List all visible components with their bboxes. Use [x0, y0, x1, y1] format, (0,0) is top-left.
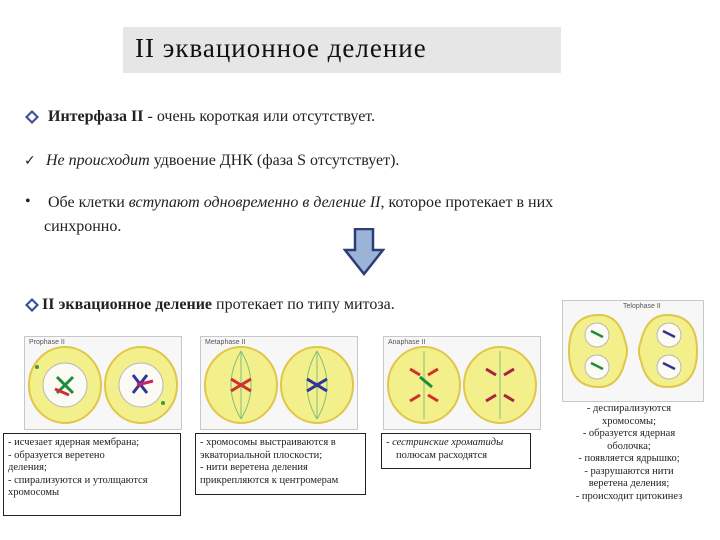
division-text: протекает по типу митоза.: [212, 296, 395, 313]
anaphase-notes: - сестринские хроматиды полюсам расходят…: [381, 433, 531, 469]
telophase-caption: Telophase II: [623, 303, 661, 310]
telophase-panel: Telophase II: [562, 300, 704, 402]
division-line: II эквационное деление протекает по типу…: [42, 296, 395, 314]
dna-line: Не происходит удвоение ДНК (фаза S отсут…: [46, 152, 399, 170]
cells-text-b: , которое протекает в них: [380, 194, 554, 211]
metaphase-illustration: [204, 346, 354, 424]
title-box: [123, 27, 561, 73]
note-line: экваториальной плоскости;: [200, 449, 323, 461]
prophase-caption: Prophase II: [29, 339, 65, 346]
anaphase-panel: Anaphase II: [383, 336, 541, 430]
note-line: веретена деления;: [588, 478, 670, 489]
note-line: - образуется ядерная: [582, 428, 676, 439]
anaphase-illustration: [387, 346, 537, 424]
telophase-illustration: [567, 313, 699, 389]
note-line: - спирализуются и утолщаются: [8, 474, 148, 486]
metaphase-notes: - хромосомы выстраиваются в экваториальн…: [195, 433, 366, 495]
dot-bullet-icon: •: [25, 193, 31, 210]
prophase-notes: - исчезает ядерная мембрана; - образуетс…: [3, 433, 181, 516]
note-line: - происходит цитокинез: [575, 490, 683, 502]
note-line: - нити веретена деления: [200, 462, 308, 473]
note-line: - деспирализуются: [586, 403, 672, 414]
cells-italic: вступают одновременно в деление II: [128, 194, 381, 211]
diamond-bullet-icon: [25, 298, 39, 312]
note-line: деления;: [8, 462, 47, 473]
note-line: полюсам расходятся: [396, 449, 488, 461]
metaphase-caption: Metaphase II: [205, 339, 246, 346]
prophase-illustration: [28, 346, 178, 424]
metaphase-panel: Metaphase II: [200, 336, 358, 430]
cells-line-2: синхронно.: [44, 218, 122, 235]
dna-text: удвоение ДНК (фаза S отсутствует).: [149, 152, 400, 169]
interphase-term: Интерфаза II: [48, 108, 144, 125]
note-italic: - сестринские хроматиды: [386, 437, 504, 448]
cells-text-a: Обе клетки: [48, 194, 129, 211]
note-line: хромосомы;: [601, 415, 657, 427]
note-line: - исчезает ядерная мембрана;: [8, 437, 140, 448]
down-arrow-icon: [343, 228, 385, 276]
dna-italic: Не происходит: [46, 152, 150, 169]
cells-line: Обе клетки вступают одновременно в делен…: [48, 194, 553, 212]
note-line: прикрепляются к центромерам: [200, 474, 339, 486]
note-line: оболочка;: [607, 440, 651, 452]
note-line: - хромосомы выстраиваются в: [200, 437, 336, 448]
slide-title: II эквационное деление: [135, 33, 427, 63]
prophase-panel: Prophase II: [24, 336, 182, 430]
anaphase-caption: Anaphase II: [388, 339, 426, 346]
telophase-notes: - деспирализуются хромосомы; - образуетс…: [560, 403, 698, 503]
division-term: II эквационное деление: [42, 296, 213, 313]
note-line: - разрушаются нити: [584, 465, 674, 477]
note-line: - образуется веретено: [8, 449, 105, 461]
diamond-bullet-icon: [25, 110, 39, 124]
check-bullet-icon: ✓: [24, 153, 36, 169]
interphase-line: Интерфаза II - очень короткая или отсутс…: [48, 108, 375, 126]
interphase-text: - очень короткая или отсутствует.: [143, 108, 376, 125]
note-line: хромосомы: [8, 487, 60, 498]
note-line: - появляется ядрышко;: [578, 453, 680, 464]
